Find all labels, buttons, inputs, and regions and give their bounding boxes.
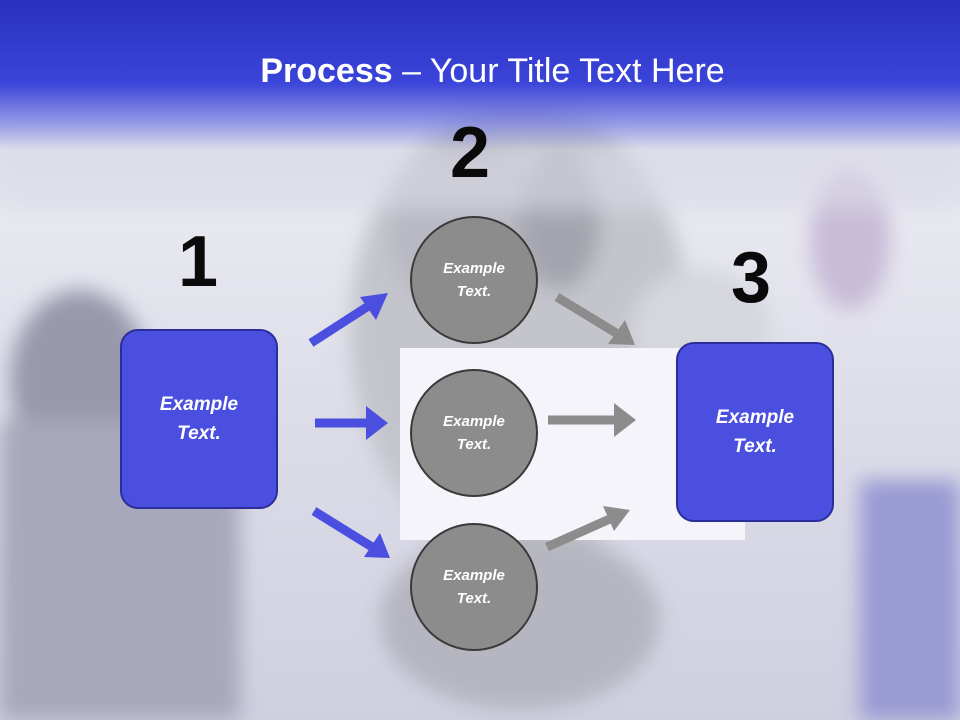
step-number-3: 3 — [731, 238, 772, 318]
step-2-circle-bottom: Example Text. — [410, 523, 538, 651]
step-3-box: Example Text. — [676, 342, 834, 522]
arrow-1-to-bottom — [311, 507, 390, 558]
circle-top-text: Example Text. — [443, 260, 505, 300]
arrow-top-to-3 — [554, 293, 635, 345]
step-2-circle-middle: Example Text. — [410, 369, 538, 497]
arrow-1-to-middle — [315, 406, 388, 440]
title-bold: Process — [260, 52, 393, 90]
step-1-text: Example Text. — [159, 394, 239, 444]
slide-title: Process – Your Title Text Here — [0, 52, 960, 91]
circle-middle-text: Example Text. — [443, 413, 505, 453]
step-3-text: Example Text. — [715, 407, 795, 457]
step-2-circle-top: Example Text. — [410, 216, 538, 344]
step-1-box: Example Text. — [120, 329, 278, 509]
title-rest: – Your Title Text Here — [392, 52, 725, 90]
arrow-middle-to-3 — [548, 403, 636, 437]
arrow-1-to-top — [308, 293, 388, 347]
arrow-bottom-to-3 — [545, 506, 630, 552]
title-bar — [0, 0, 960, 150]
step-number-1: 1 — [178, 222, 219, 302]
circle-bottom-text: Example Text. — [443, 567, 505, 607]
step-number-2: 2 — [450, 113, 491, 193]
